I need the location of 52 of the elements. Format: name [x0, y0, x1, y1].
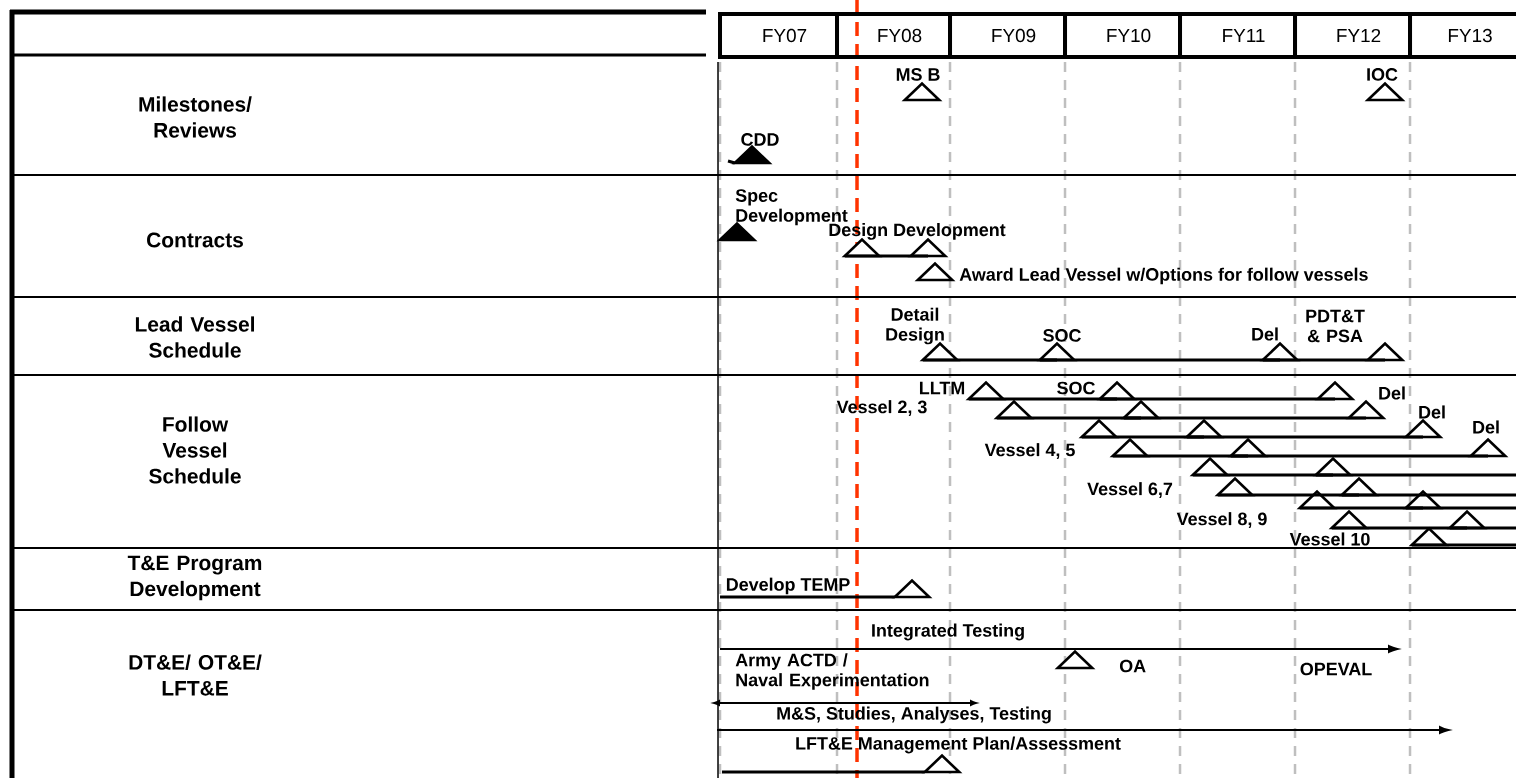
milestone-label: OA — [1119, 659, 1146, 673]
schedule-bar — [844, 254, 928, 258]
schedule-label: Vessel 10 — [1289, 532, 1370, 546]
schedule-bar — [1341, 493, 1516, 497]
year-header-cell: FY13 — [1408, 12, 1516, 59]
schedule-label: Army ACTD / Naval Experimentation — [735, 653, 929, 690]
schedule-label: Vessel 6,7 — [1087, 482, 1173, 498]
row-header: T&E Program Development — [127, 555, 262, 601]
schedule-bar — [1262, 358, 1385, 362]
schedule-bar — [1449, 526, 1516, 530]
year-header-cell: FY12 — [1293, 12, 1412, 59]
schedule-label: LLTM — [920, 381, 965, 395]
schedule-bar — [1411, 543, 1516, 547]
schedule-label: M&S, Studies, Analyses, Testing — [777, 706, 1051, 724]
milestone-label: Detail Design — [886, 307, 944, 345]
year-header-cell: FY08 — [835, 12, 952, 59]
schedule-bar — [727, 159, 736, 165]
milestone-label: IOC — [1367, 68, 1398, 81]
year-header-cell: FY09 — [948, 12, 1067, 59]
schedule-bar — [1315, 473, 1516, 477]
row-header: DT&E/ OT&E/ LFT&E — [129, 654, 262, 696]
row-header: Contracts — [147, 232, 243, 248]
year-header-cell: FY07 — [718, 12, 839, 59]
schedule-bar — [1099, 397, 1335, 401]
schedule-label: Vessel 8, 9 — [1176, 512, 1267, 528]
schedule-bar — [1186, 435, 1423, 439]
schedule-bar — [1230, 454, 1488, 458]
schedule-bar — [1405, 506, 1516, 510]
schedule-label: Del — [1419, 405, 1445, 419]
milestone-label: SOC — [1043, 329, 1081, 342]
row-header: Lead Vessel Schedule — [135, 316, 254, 358]
year-header-cell: FY11 — [1178, 12, 1297, 59]
milestone-label: MS B — [896, 68, 940, 81]
edge-label: Develop TEMP — [726, 577, 850, 595]
edge-label: LFT&E Management Plan/Assessment — [796, 736, 1121, 754]
milestone-label: CDD — [741, 133, 779, 146]
schedule-label: Integrated Testing — [872, 623, 1024, 641]
schedule-bar — [1123, 416, 1366, 420]
schedule-label: Del — [1379, 386, 1405, 400]
schedule-label: Vessel 4, 5 — [984, 443, 1075, 459]
milestone-label: Del — [1252, 327, 1278, 341]
schedule-bar — [720, 595, 895, 599]
schedule-bar — [722, 770, 925, 774]
row-header: Follow Vessel Schedule — [149, 416, 241, 484]
milestone-label: PDT&T & PSA — [1306, 309, 1365, 343]
year-header-cell: FY10 — [1063, 12, 1182, 59]
schedule-label: OPEVAL — [1300, 662, 1372, 676]
schedule-label: Del — [1473, 420, 1499, 434]
milestone-label: Award Lead Vessel w/Options for follow vessels — [959, 267, 1368, 285]
schedule-label: Vessel 2, 3 — [836, 400, 927, 416]
row-header: Milestones/ Reviews — [139, 96, 252, 138]
schedule-label: SOC — [1057, 381, 1095, 395]
